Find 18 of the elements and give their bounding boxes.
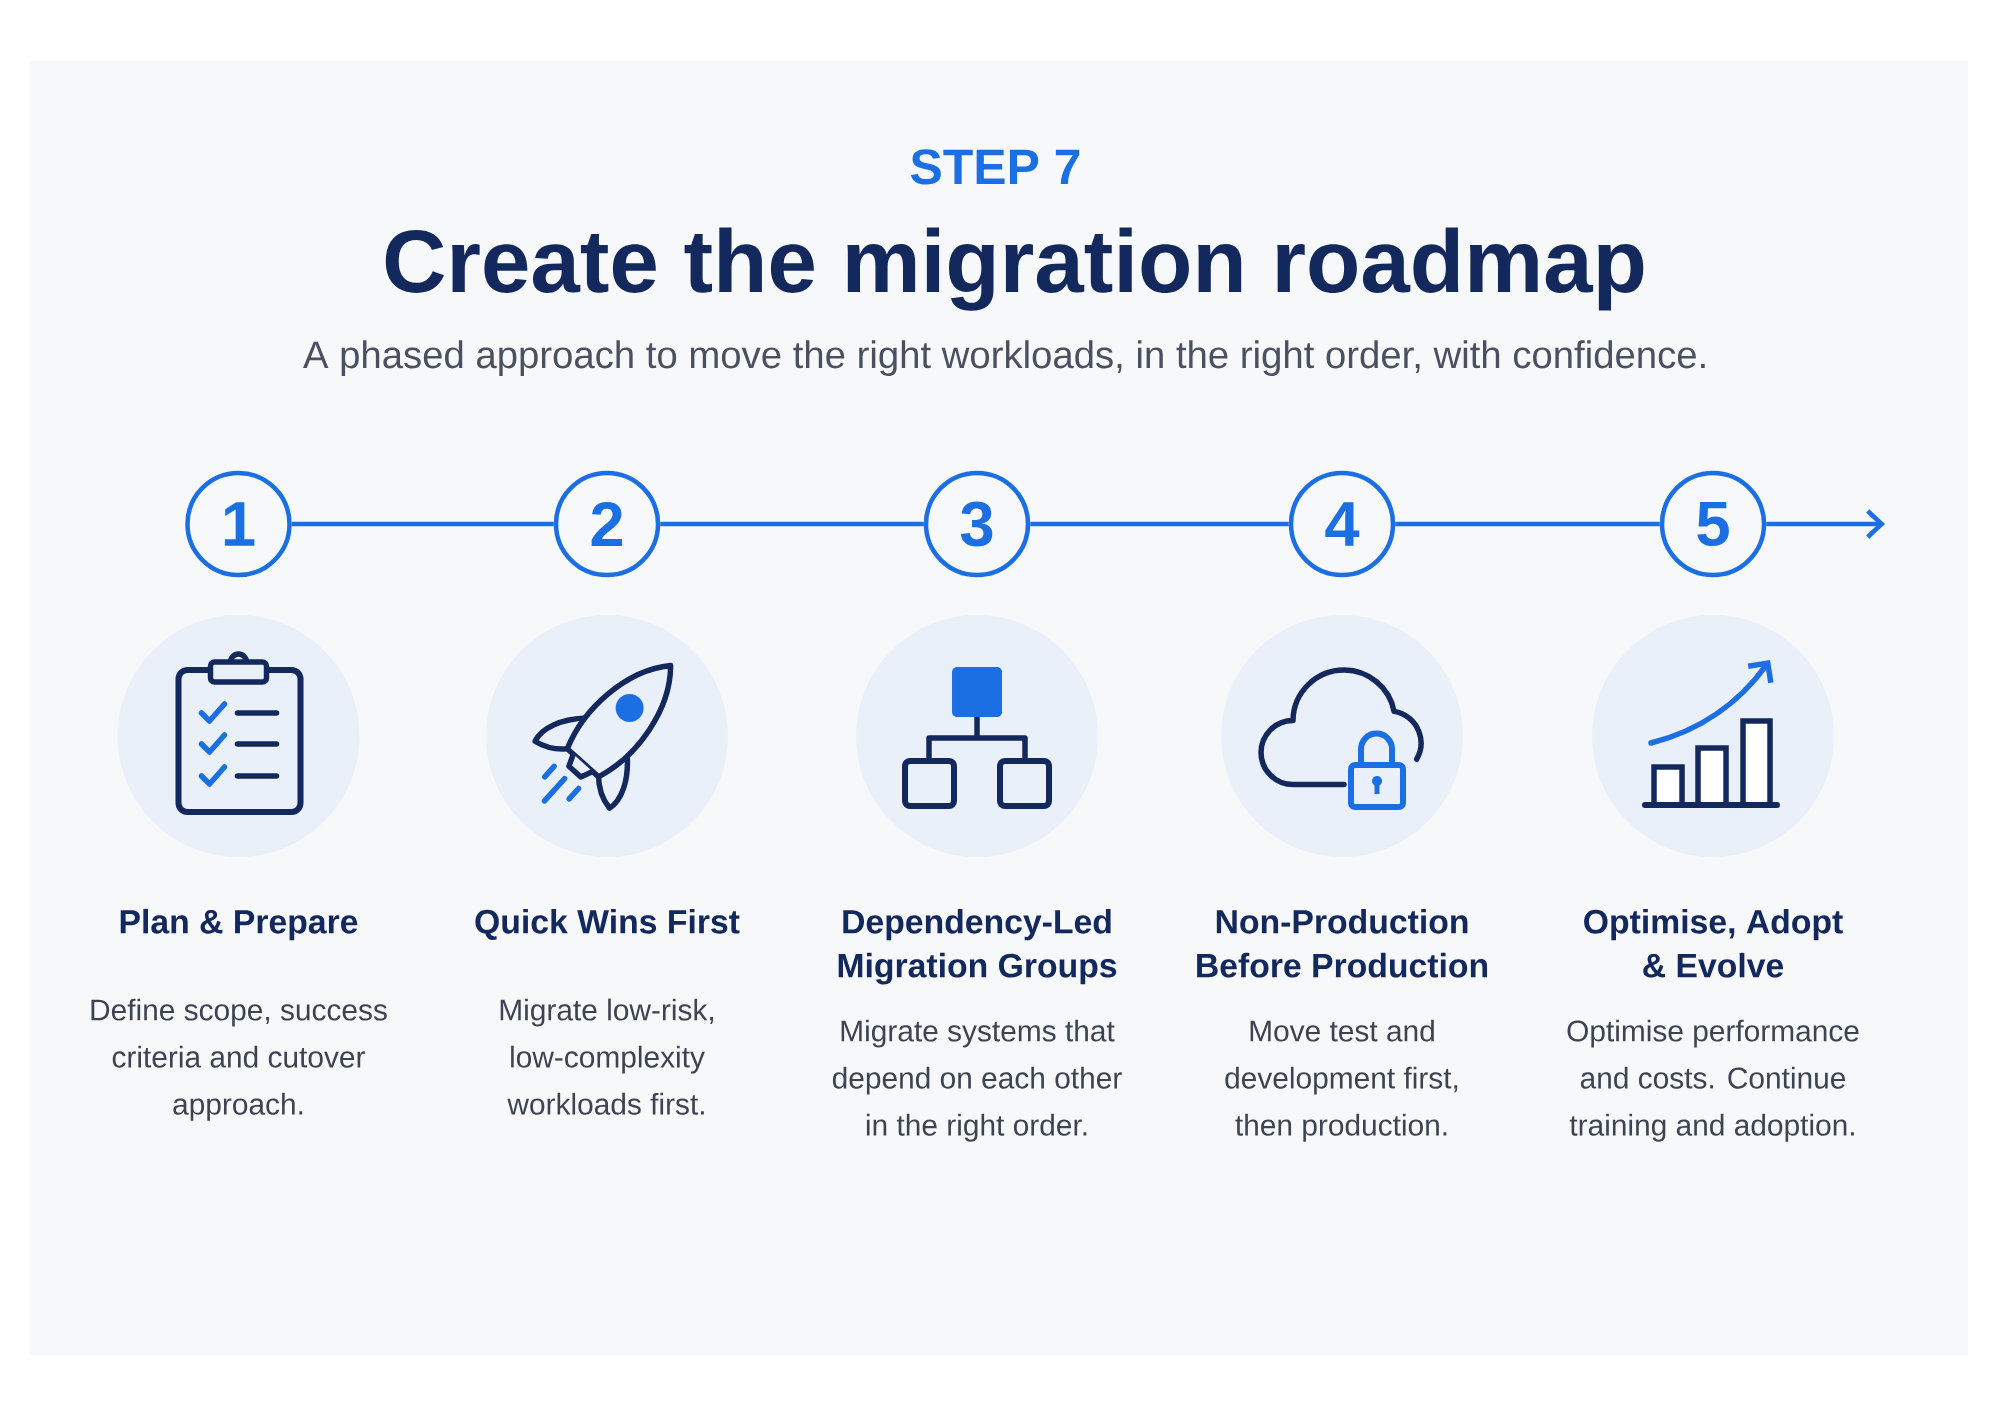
subtitle: A phased approach to move the right workloads, in the right order, with confidence. [303, 340, 1705, 376]
connector-line [1030, 521, 1289, 527]
connector-line [291, 521, 554, 527]
step-heading: Optimise, Adopt & Evolve [1584, 908, 1843, 978]
step-heading: Plan & Prepare [120, 908, 358, 941]
step-heading: Non-Production Before Production [1197, 908, 1488, 978]
step-description: Define scope, success criteria and cutover approach. [91, 998, 387, 1121]
step-description: Migrate low-risk, low-complexity workloads first. [500, 998, 713, 1115]
connector-line [660, 521, 924, 527]
step-heading: Quick Wins First [475, 908, 740, 940]
arrow [1766, 509, 1886, 539]
title: Create the migration roadmap [385, 227, 1644, 311]
step-label: STEP 7 [910, 149, 1080, 185]
step-description: Migrate systems that depend on each other in the right order. [832, 1019, 1122, 1142]
step-description: Move test and development first, then production. [1225, 1019, 1458, 1142]
connector-line [1395, 521, 1660, 527]
step-heading: Dependency-Led Migration Groups [838, 908, 1117, 985]
step-description: Optimise performance and costs. Continue training and adoption. [1567, 1019, 1859, 1142]
